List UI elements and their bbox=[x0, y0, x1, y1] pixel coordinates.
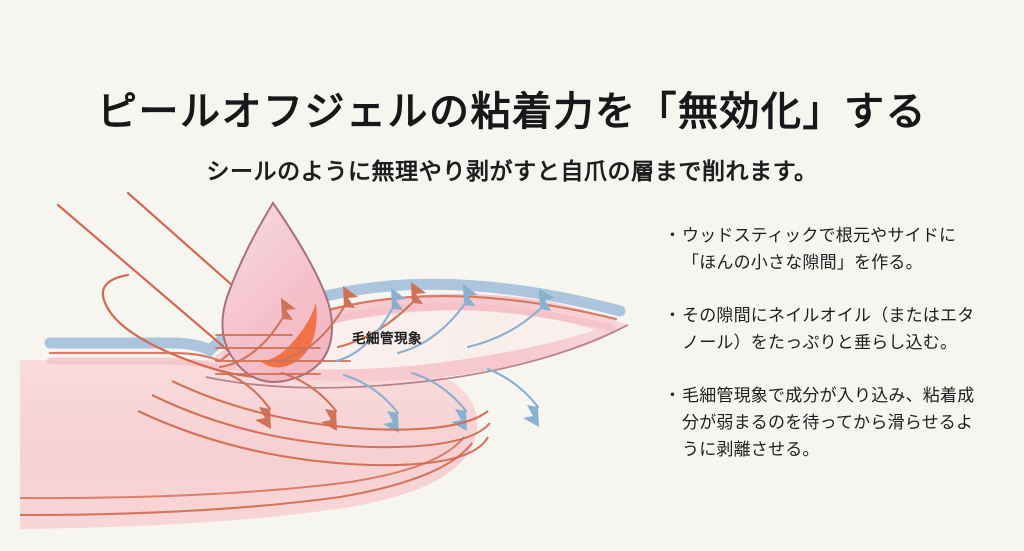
oil-droplet bbox=[221, 201, 333, 383]
bullet-marker: ・ bbox=[664, 226, 681, 245]
capillary-arrows bbox=[215, 282, 555, 433]
fingertip-shape bbox=[20, 360, 478, 529]
nail-cross-section-illustration bbox=[20, 185, 670, 535]
list-item: ・ その隙間にネイルオイル（またはエタノール）をたっぷりと垂らし込む。 bbox=[664, 302, 976, 356]
list-item: ・ 毛細管現象で成分が入り込み、粘着成分が弱まるのを待ってから滑らせるように剥離… bbox=[664, 382, 976, 463]
bullet-text: ウッドスティックで根元やサイドに「ほんの小さな隙間」を作る。 bbox=[682, 226, 957, 272]
page-title: ピールオフジェルの粘着力を「無効化」する bbox=[97, 88, 927, 134]
list-item: ・ ウッドスティックで根元やサイドに「ほんの小さな隙間」を作る。 bbox=[664, 222, 976, 276]
figure-caption: 毛細管現象 bbox=[352, 331, 422, 346]
bullet-list: ・ ウッドスティックで根元やサイドに「ほんの小さな隙間」を作る。 ・ その隙間に… bbox=[664, 222, 976, 489]
bullet-text: その隙間にネイルオイル（またはエタノール）をたっぷりと垂らし込む。 bbox=[682, 306, 975, 352]
nail-bed-curves bbox=[137, 380, 491, 467]
page-subtitle: シールのように無理やり剥がすと自爪の層まで削れます。 bbox=[206, 158, 818, 185]
bullet-marker: ・ bbox=[664, 306, 681, 325]
bullet-marker: ・ bbox=[664, 386, 681, 405]
bullet-text: 毛細管現象で成分が入り込み、粘着成分が弱まるのを待ってから滑らせるように剥離させ… bbox=[682, 386, 975, 459]
